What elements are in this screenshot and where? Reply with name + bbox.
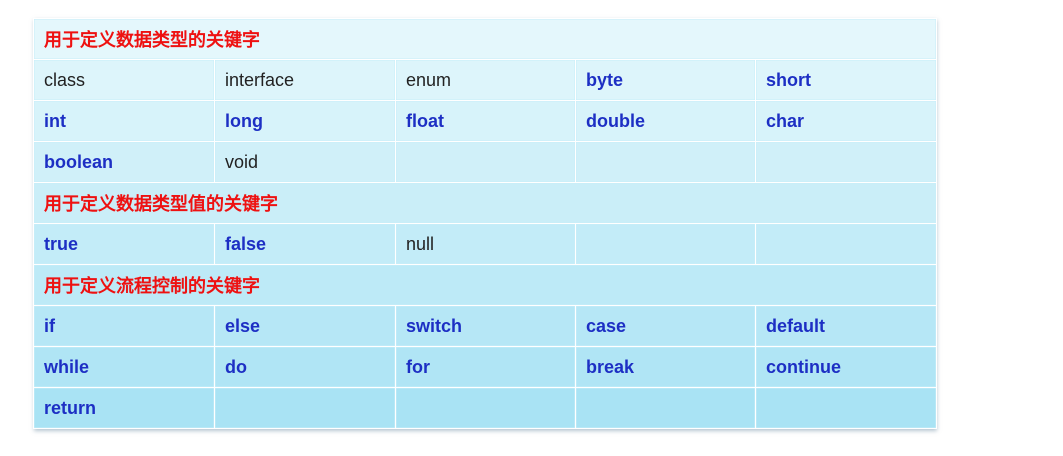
empty-cell bbox=[575, 223, 756, 265]
section-header-row: 用于定义数据类型的关键字 bbox=[32, 18, 938, 60]
keyword-cell: do bbox=[214, 346, 396, 388]
keyword-cell: char bbox=[754, 100, 938, 142]
section-title: 用于定义数据类型值的关键字 bbox=[32, 182, 938, 224]
keyword-cell: false bbox=[214, 223, 396, 265]
keyword-cell: long bbox=[214, 100, 396, 142]
empty-cell bbox=[575, 141, 756, 183]
keyword-cell: true bbox=[33, 223, 215, 265]
keyword-cell: int bbox=[33, 100, 215, 142]
keyword-cell: double bbox=[575, 100, 756, 142]
empty-cell bbox=[214, 387, 396, 429]
empty-cell bbox=[754, 387, 938, 429]
keyword-cell: else bbox=[214, 305, 396, 347]
keyword-cell: if bbox=[33, 305, 215, 347]
keyword-cell: void bbox=[214, 141, 396, 183]
empty-cell bbox=[754, 141, 938, 183]
empty-cell bbox=[395, 387, 576, 429]
section-title: 用于定义数据类型的关键字 bbox=[32, 18, 938, 60]
keyword-cell: null bbox=[395, 223, 576, 265]
empty-cell bbox=[754, 223, 938, 265]
keyword-cell: class bbox=[33, 59, 215, 101]
keyword-cell: short bbox=[754, 59, 938, 101]
keyword-cell: enum bbox=[395, 59, 576, 101]
section-header-row: 用于定义流程控制的关键字 bbox=[32, 264, 938, 306]
keyword-cell: boolean bbox=[33, 141, 215, 183]
keyword-cell: byte bbox=[575, 59, 756, 101]
keyword-cell: case bbox=[575, 305, 756, 347]
keyword-row: return bbox=[33, 387, 938, 429]
keyword-cell: continue bbox=[754, 346, 938, 388]
empty-cell bbox=[395, 141, 576, 183]
keyword-cell: float bbox=[395, 100, 576, 142]
keyword-cell: interface bbox=[214, 59, 396, 101]
keyword-cell: break bbox=[575, 346, 756, 388]
keyword-cell: while bbox=[33, 346, 215, 388]
empty-cell bbox=[575, 387, 756, 429]
section-header-row: 用于定义数据类型值的关键字 bbox=[32, 182, 938, 224]
keyword-cell: for bbox=[395, 346, 576, 388]
keyword-cell: default bbox=[754, 305, 938, 347]
keyword-cell: return bbox=[33, 387, 215, 429]
keyword-cell: switch bbox=[395, 305, 576, 347]
section-title: 用于定义流程控制的关键字 bbox=[32, 264, 938, 306]
